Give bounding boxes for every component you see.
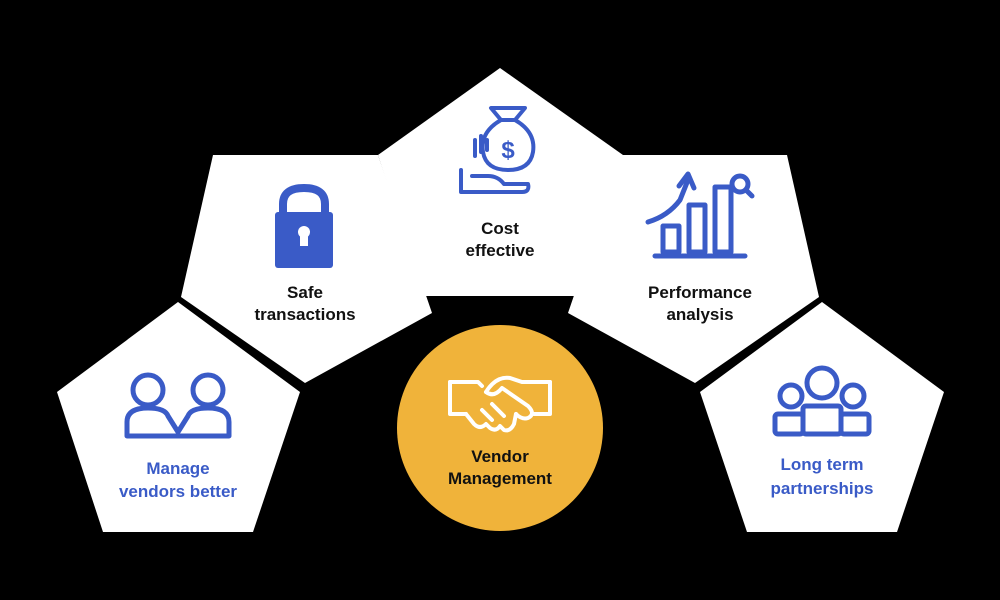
- pentagon-long-term-partnerships: [700, 302, 944, 532]
- center-label-line2: Management: [448, 469, 552, 488]
- lock-icon: [275, 183, 333, 268]
- growth-chart-icon: [645, 171, 755, 259]
- label-performance-line1: Performance: [648, 283, 752, 302]
- pentagon-safe-transactions: [181, 155, 432, 383]
- handshake-icon: [448, 375, 552, 433]
- pentagon-performance-analysis: [568, 155, 819, 383]
- label-performance-line2: analysis: [666, 305, 733, 324]
- team-icon: [772, 365, 872, 437]
- label-safe-transactions-line2: transactions: [254, 305, 355, 324]
- label-long-term-line2: partnerships: [771, 479, 874, 498]
- dollar-sign-icon: $: [501, 137, 515, 164]
- label-cost-effective-line1: Cost: [481, 219, 519, 238]
- node-manage-vendors: Manage vendors better: [57, 302, 300, 532]
- node-performance-analysis: Performance analysis: [568, 155, 819, 383]
- label-manage-vendors-line1: Manage: [146, 459, 209, 478]
- pentagon-manage-vendors: [57, 302, 300, 532]
- node-long-term-partnerships: Long term partnerships: [700, 302, 944, 532]
- center-vendor-management: Vendor Management: [397, 325, 603, 531]
- money-bag-hand-icon: [459, 106, 536, 194]
- label-manage-vendors-line2: vendors better: [119, 482, 237, 501]
- label-long-term-line1: Long term: [780, 455, 863, 474]
- people-connected-icon: [124, 372, 232, 439]
- label-cost-effective-line2: effective: [466, 241, 535, 260]
- label-safe-transactions-line1: Safe: [287, 283, 323, 302]
- center-label-line1: Vendor: [471, 447, 529, 466]
- node-safe-transactions: Safe transactions: [181, 155, 432, 383]
- node-cost-effective: $ Cost effective: [378, 68, 623, 296]
